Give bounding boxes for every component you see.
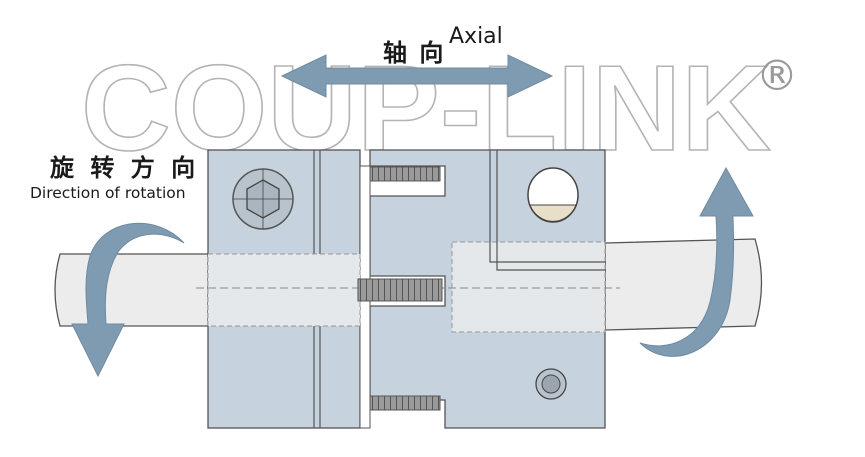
double-arrow-icon [280, 54, 554, 98]
curved-arrow-icon [639, 166, 754, 357]
upper-thread [369, 166, 441, 182]
axial-label-chinese: 轴 向 [383, 39, 446, 67]
registered-mark-icon: ® [756, 51, 798, 100]
middle-thread [357, 278, 443, 302]
threaded-screws [357, 166, 443, 411]
oval-hole-icon [527, 167, 579, 223]
rotation-label-chinese: 旋 转 方 向 [50, 154, 200, 182]
hex-socket-screw-icon [232, 168, 294, 230]
lower-thread [369, 395, 441, 411]
rotation-label: Direction of rotation [30, 184, 186, 202]
curved-arrow-icon [71, 222, 185, 378]
axial-label: Axial [449, 24, 503, 49]
round-hole-icon [535, 368, 567, 400]
